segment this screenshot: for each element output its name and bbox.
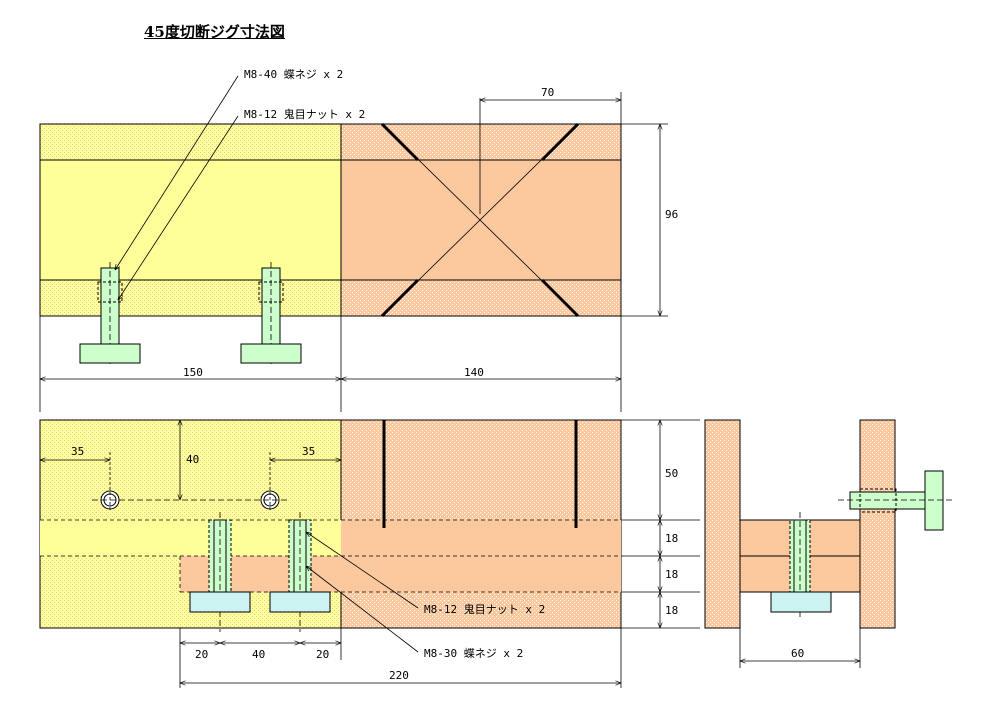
side-left-wall xyxy=(704,419,741,629)
side-bolt-horizontal xyxy=(838,470,955,531)
dim-hole-depth: 40 xyxy=(186,453,199,466)
dim-total-len: 220 xyxy=(389,669,409,682)
top-dimensions xyxy=(39,92,668,412)
label-front-nut: M8-12 鬼目ナット x 2 xyxy=(424,602,545,616)
front-view xyxy=(39,419,622,632)
dim-top-height: 96 xyxy=(665,208,678,221)
label-top-nut: M8-12 鬼目ナット x 2 xyxy=(244,107,365,121)
dim-hole-left: 35 xyxy=(71,445,84,458)
dim-top-len-left: 150 xyxy=(183,366,203,379)
side-right-wall xyxy=(859,419,896,629)
dim-base-c: 20 xyxy=(316,648,329,661)
top-left-channel xyxy=(39,159,342,281)
side-view xyxy=(704,419,955,629)
page-title: 45度切断ジグ寸法図 xyxy=(144,23,285,41)
top-bolt-1 xyxy=(79,262,141,364)
dim-hole-right: 35 xyxy=(302,445,315,458)
dim-front-h3: 18 xyxy=(665,568,678,581)
dim-base-b: 40 xyxy=(252,648,265,661)
front-dimensions xyxy=(40,419,700,688)
top-leaders xyxy=(115,75,239,300)
side-dimensions xyxy=(739,628,861,668)
dim-side-width: 60 xyxy=(791,647,804,660)
dim-top-width-right: 70 xyxy=(541,86,554,99)
side-bolt-vertical xyxy=(770,512,832,620)
front-bolt-1 xyxy=(189,512,251,632)
dim-base-a: 20 xyxy=(195,648,208,661)
front-leaders xyxy=(306,532,419,653)
top-right-channel xyxy=(340,159,622,281)
guide-line xyxy=(381,123,579,317)
dim-front-h4: 18 xyxy=(665,604,678,617)
dim-front-h1: 50 xyxy=(665,467,678,480)
front-bolt-2 xyxy=(269,512,331,632)
top-view xyxy=(39,122,622,364)
top-bolt-2 xyxy=(240,262,302,364)
front-left-lower xyxy=(180,556,341,592)
dim-top-len-right: 140 xyxy=(464,366,484,379)
label-top-bolt: M8-40 蝶ネジ x 2 xyxy=(244,67,343,81)
label-front-bolt: M8-30 蝶ネジ x 2 xyxy=(424,646,523,660)
dim-front-h2: 18 xyxy=(665,532,678,545)
